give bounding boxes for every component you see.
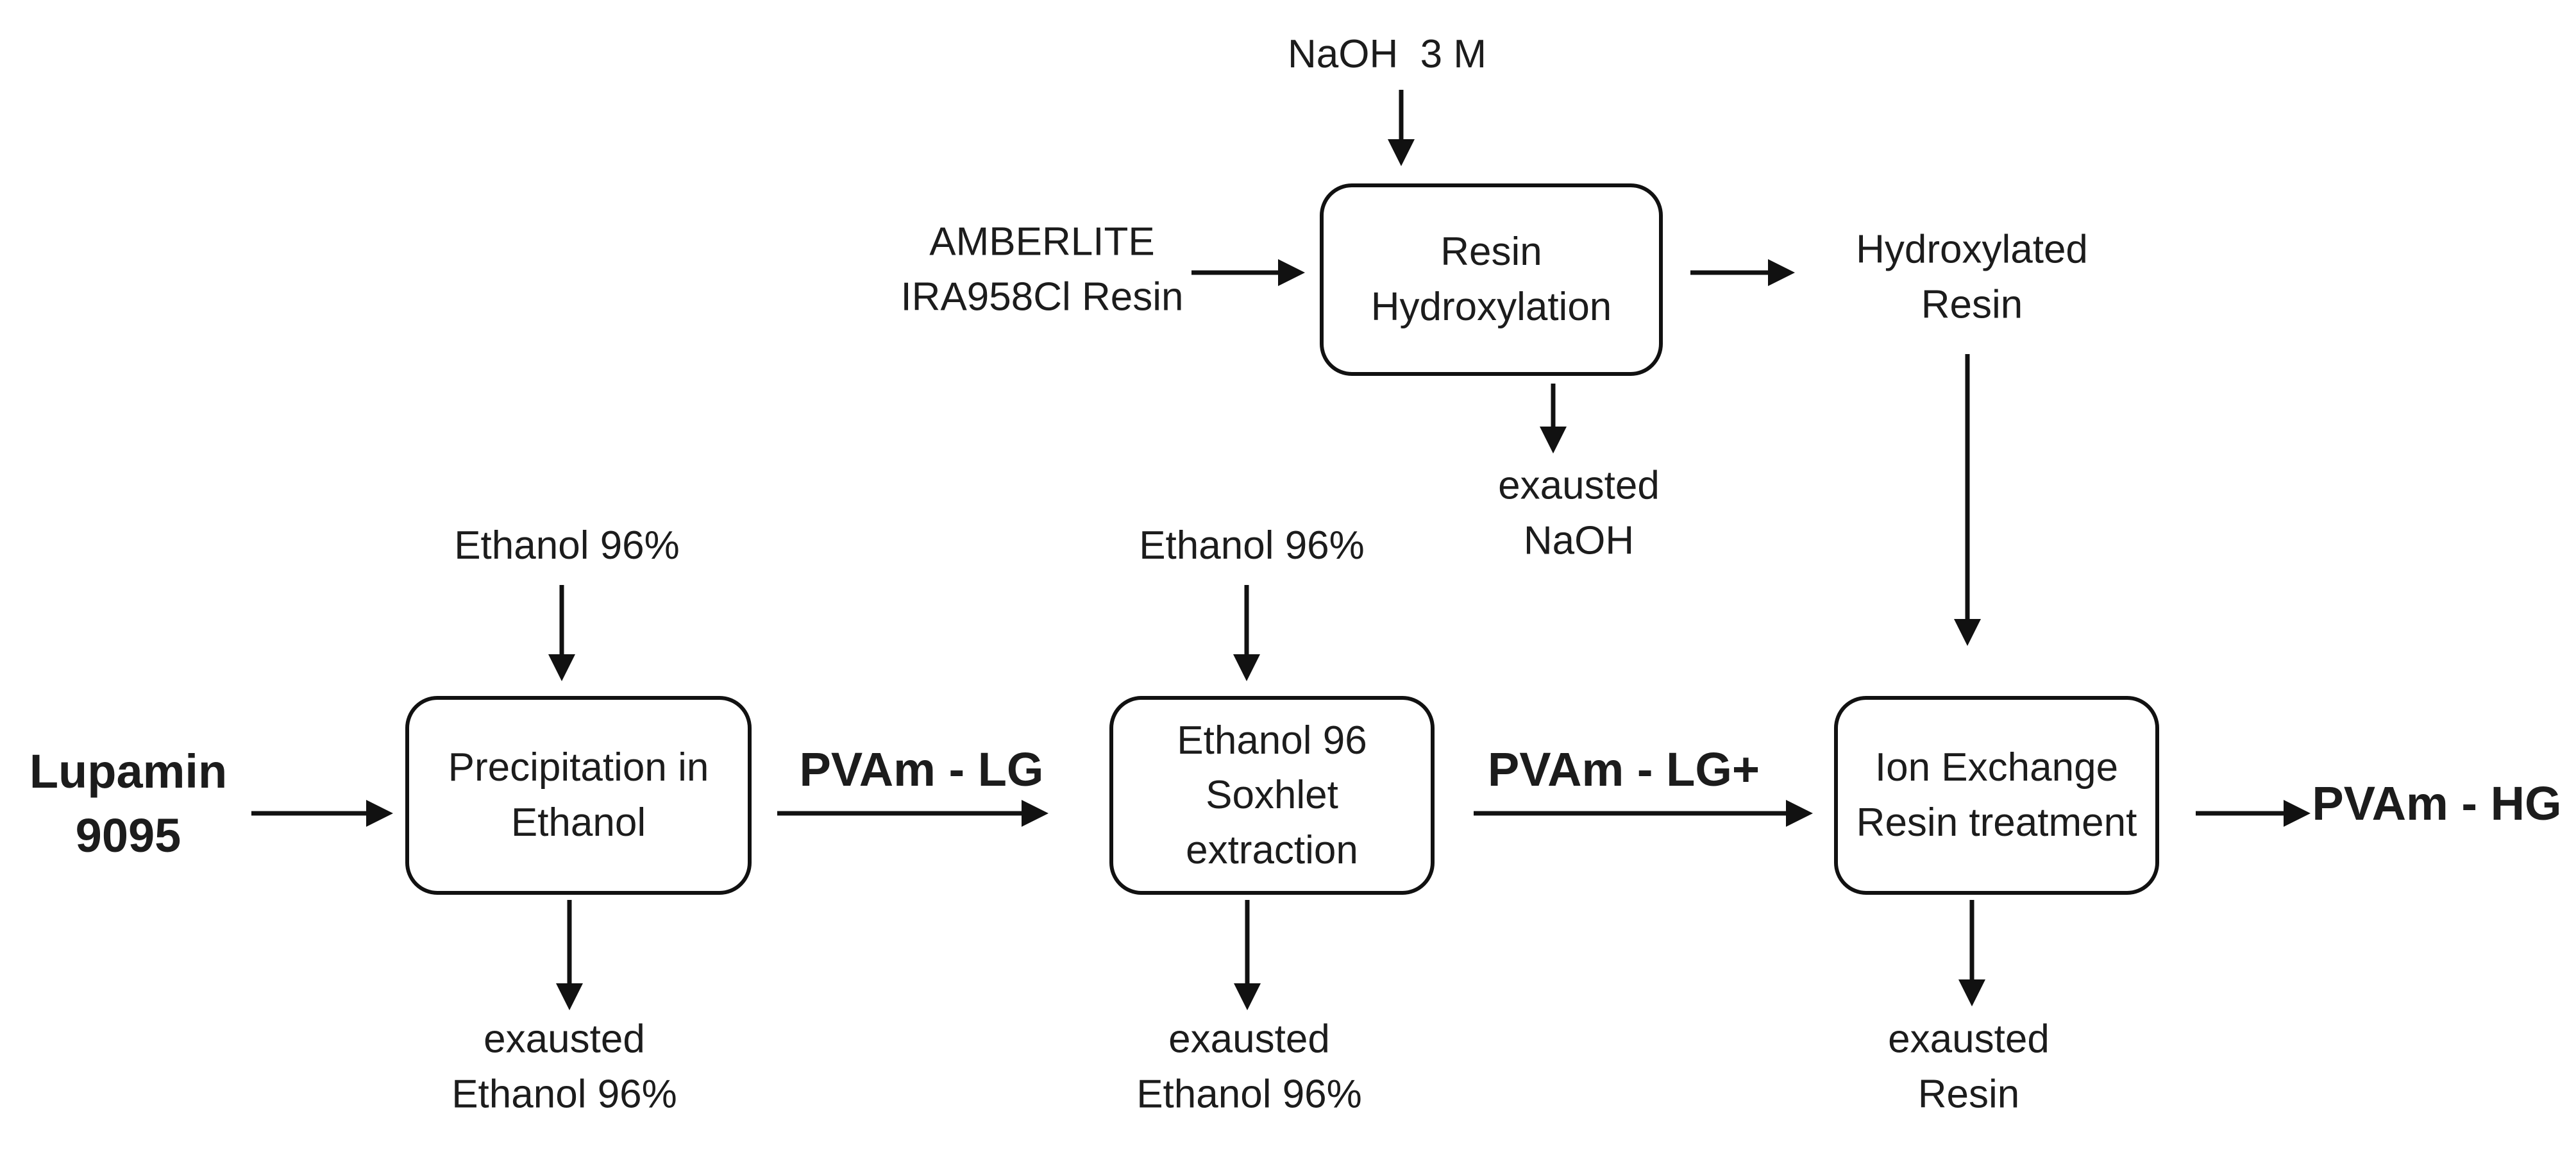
resin-hydroxylation-box: Resin Hydroxylation: [1320, 183, 1663, 376]
exausted-naoh-output-label: exausted NaOH: [1498, 463, 1660, 563]
lupamin-9095-input-label: Lupamin 9095: [29, 745, 228, 862]
exausted-ethanol-output-left-label: exausted Ethanol 96%: [451, 1017, 677, 1116]
naoh-input-label: NaOH 3 M: [1287, 32, 1487, 77]
ethanol-input-left-label: Ethanol 96%: [454, 523, 680, 568]
pvam-hg-product-label: PVAm - HG: [2312, 777, 2562, 831]
pvam-lg-plus-stream-label: PVAm - LG+: [1487, 743, 1760, 797]
ion-exchange-resin-treatment-box: Ion Exchange Resin treatment: [1834, 696, 2159, 895]
ethanol-input-mid-label: Ethanol 96%: [1139, 523, 1365, 568]
precipitation-in-ethanol-box: Precipitation in Ethanol: [405, 696, 752, 895]
exausted-ethanol-output-mid-label: exausted Ethanol 96%: [1136, 1017, 1362, 1116]
amberlite-resin-input-label: AMBERLITE IRA958Cl Resin: [900, 219, 1184, 319]
pvam-lg-stream-label: PVAm - LG: [799, 743, 1044, 797]
ethanol-soxhlet-extraction-box: Ethanol 96 Soxhlet extraction: [1109, 696, 1435, 895]
exausted-resin-output-label: exausted Resin: [1888, 1017, 2050, 1116]
hydroxylated-resin-label: Hydroxylated Resin: [1856, 227, 2088, 326]
